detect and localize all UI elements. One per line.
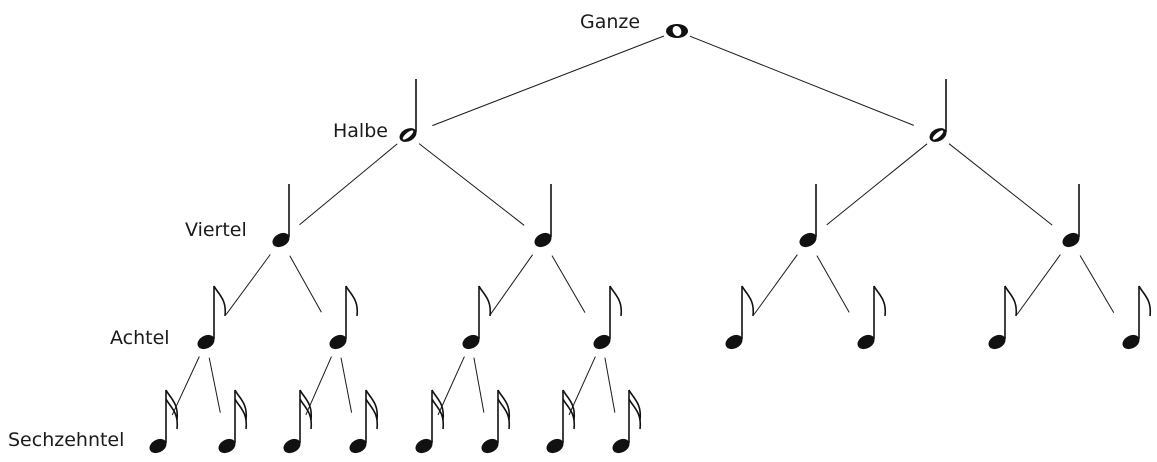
- half-note-icon-1: [399, 79, 417, 142]
- edge-eighth-to-sixteenth-6: [473, 357, 485, 413]
- edge-eighth-to-sixteenth-5: [437, 356, 465, 416]
- sixteenth-note-icon-8: [612, 389, 642, 454]
- quarter-note-icon-4: [1062, 184, 1080, 248]
- edge-eighth-to-sixteenth-4: [340, 357, 353, 413]
- half-note-icon-2: [929, 79, 947, 142]
- sixteenth-note-icon-2: [218, 389, 248, 454]
- eighth-note-icon-3: [462, 285, 492, 350]
- edge-quarter-to-eighth-7: [1016, 254, 1061, 315]
- level-label-quarter: Viertel: [185, 219, 247, 241]
- eighth-note-icon-2: [329, 285, 359, 350]
- edge-half-to-quarter-2: [418, 143, 525, 226]
- edge-quarter-to-eighth-3: [490, 254, 534, 315]
- level-label-eighth: Achtel: [110, 327, 170, 349]
- edge-eighth-to-sixteenth-7: [568, 356, 596, 416]
- edge-quarter-to-eighth-8: [1079, 255, 1115, 313]
- edge-eighth-to-sixteenth-1: [171, 356, 200, 416]
- edge-whole-to-half-2: [689, 35, 914, 126]
- level-label-half: Halbe: [333, 120, 388, 142]
- eighth-note-icon-1: [197, 285, 227, 350]
- sixteenth-note-icon-7: [546, 389, 576, 454]
- edge-quarter-to-eighth-6: [816, 255, 850, 313]
- whole-note-icon: [666, 24, 688, 38]
- eighth-note-icon-8: [1122, 285, 1152, 350]
- edge-half-to-quarter-4: [948, 143, 1053, 226]
- eighth-note-icon-5: [725, 285, 755, 350]
- level-label-whole: Ganze: [580, 11, 640, 33]
- edge-quarter-to-eighth-2: [289, 255, 322, 313]
- quarter-note-icon-2: [534, 184, 552, 248]
- sixteenth-note-icon-1: [149, 389, 179, 454]
- sixteenth-note-icon-5: [415, 389, 445, 454]
- eighth-note-icon-4: [593, 285, 623, 350]
- sixteenth-note-icon-4: [349, 389, 379, 454]
- edge-eighth-to-sixteenth-8: [604, 357, 616, 413]
- tree-notes: [149, 24, 1152, 454]
- edge-half-to-quarter-1: [299, 143, 398, 226]
- eighth-note-icon-7: [988, 285, 1018, 350]
- edge-quarter-to-eighth-4: [551, 255, 586, 313]
- tree-edges: [171, 35, 1115, 416]
- edge-whole-to-half-1: [432, 35, 665, 127]
- edge-quarter-to-eighth-5: [753, 254, 798, 315]
- level-label-sixteenth: Sechzehntel: [8, 429, 124, 451]
- edge-quarter-to-eighth-1: [225, 254, 271, 315]
- sixteenth-note-icon-6: [481, 389, 511, 454]
- edge-eighth-to-sixteenth-2: [208, 357, 221, 413]
- edge-half-to-quarter-3: [826, 143, 928, 226]
- eighth-note-icon-6: [857, 285, 887, 350]
- sixteenth-note-icon-3: [283, 389, 313, 454]
- quarter-note-icon-3: [799, 184, 817, 248]
- quarter-note-icon-1: [272, 184, 290, 248]
